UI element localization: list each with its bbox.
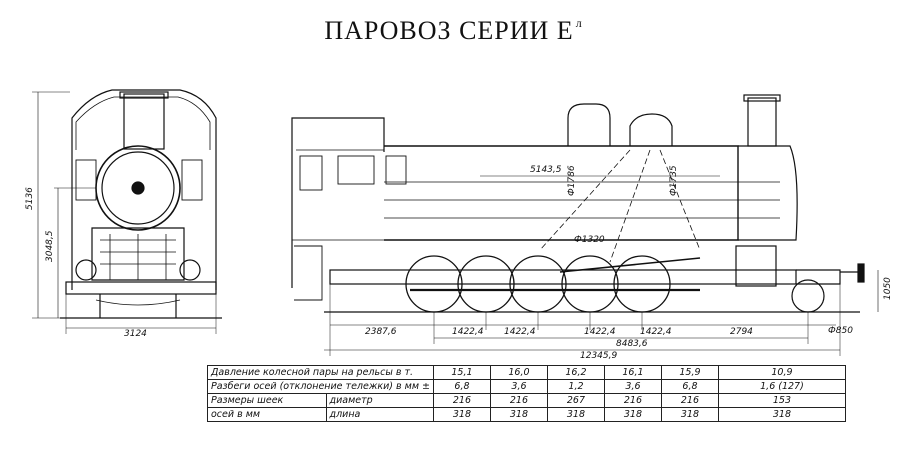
title-superscript: л (575, 16, 583, 30)
table-cell: 15,9 (660, 365, 719, 380)
table-cell: 6,8 (432, 379, 491, 394)
table-row: Давление колесной пары на рельсы в т. 15… (207, 365, 846, 380)
diameter-1786: Ф1786 (567, 165, 577, 196)
axle-spacing-1: 1422,4 (452, 327, 484, 337)
wheelbase: 8483,6 (616, 339, 648, 349)
front-overhang: 2794 (730, 327, 753, 337)
table-cell: 10,9 (717, 365, 846, 380)
buffer-height: 1050 (883, 277, 893, 300)
diameter-1735: Ф1735 (669, 165, 679, 196)
journal-label-2: осей в мм (207, 407, 327, 422)
table-cell: 318 (717, 407, 846, 422)
row-label-play: Разбеги осей (отклонение тележки) в мм ± (207, 379, 434, 394)
axle-spacing-4: 1422,4 (640, 327, 672, 337)
table-row: осей в мм длина 318 318 318 318 318 318 (207, 407, 846, 422)
table-cell: 318 (660, 407, 719, 422)
length-label: длина (325, 407, 434, 422)
table-cell: 153 (717, 393, 846, 408)
wheel-diameter: Ф850 (828, 326, 853, 336)
table-cell: 216 (603, 393, 662, 408)
table-cell: 16,1 (603, 365, 662, 380)
front-view (32, 89, 222, 334)
front-height-total: 5136 (25, 187, 35, 210)
table-cell: 6,8 (660, 379, 719, 394)
axle-spacing-2: 1422,4 (504, 327, 536, 337)
side-view (291, 94, 879, 356)
diameter-label: диаметр (325, 393, 434, 408)
front-width: 3124 (124, 329, 147, 339)
table-cell: 216 (489, 393, 548, 408)
table-cell: 318 (489, 407, 548, 422)
table-cell: 1,2 (546, 379, 605, 394)
table-cell: 3,6 (489, 379, 548, 394)
table-cell: 1,6 (127) (717, 379, 846, 394)
row-label-pressure: Давление колесной пары на рельсы в т. (207, 365, 434, 380)
table-cell: 216 (432, 393, 491, 408)
table-cell: 3,6 (603, 379, 662, 394)
table-cell: 15,1 (432, 365, 491, 380)
table-row: Размеры шеек диаметр 216 216 267 216 216… (207, 393, 846, 408)
table-cell: 16,0 (489, 365, 548, 380)
table-cell: 216 (660, 393, 719, 408)
table-row: Разбеги осей (отклонение тележки) в мм ±… (207, 379, 846, 394)
front-height-axis: 3048,5 (45, 230, 55, 262)
title-main: ПАРОВОЗ СЕРИИ Е (324, 16, 574, 45)
total-length: 12345,9 (580, 351, 617, 361)
table-cell: 16,2 (546, 365, 605, 380)
rear-overhang: 2387,6 (365, 327, 397, 337)
spec-table: Давление колесной пары на рельсы в т. 15… (207, 365, 846, 422)
axle-spacing-3: 1422,4 (584, 327, 616, 337)
table-cell: 267 (546, 393, 605, 408)
boiler-length: 5143,5 (530, 165, 562, 175)
table-cell: 318 (432, 407, 491, 422)
table-cell: 318 (546, 407, 605, 422)
table-cell: 318 (603, 407, 662, 422)
journal-label-1: Размеры шеек (207, 393, 327, 408)
diameter-1320: Ф1320 (574, 235, 605, 245)
